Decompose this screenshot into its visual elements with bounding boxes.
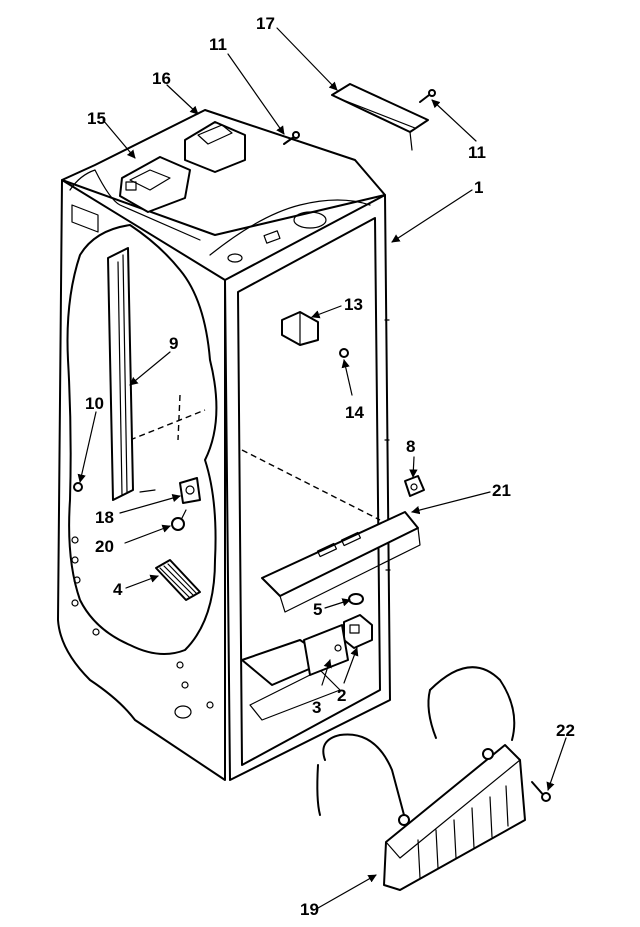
callout-10: 10 [85,394,104,413]
cabinet-liner [57,109,391,781]
screw-11a [283,131,300,145]
callout-9: 9 [169,334,178,353]
callout-5: 5 [313,600,322,619]
screw-11b [419,89,436,103]
callout-18: 18 [95,508,114,527]
control-housing [119,156,191,213]
vertical-rail [107,247,134,501]
light-socket [139,477,201,504]
vent-grille [155,559,201,601]
callout-14: 14 [345,403,364,422]
bracket-3 [303,624,349,676]
bracket-16 [184,121,246,173]
callout-13: 13 [344,295,363,314]
nut-5 [348,593,364,605]
bracket-13 [281,311,319,346]
callout-2: 2 [337,686,346,705]
callout-22: 22 [556,721,575,740]
callout-1: 1 [474,178,483,197]
callout-16: 16 [152,69,171,88]
callout-15: 15 [87,109,106,128]
leader-lines [77,27,567,909]
clip-8 [404,475,425,497]
callout-4: 4 [113,580,123,599]
callout-20: 20 [95,537,114,556]
callout-19: 19 [300,900,319,919]
screw-22 [531,781,551,802]
channel-17 [331,83,429,151]
shelf-cover-21 [261,511,421,613]
callout-17: 17 [256,14,275,33]
wire-harness [66,224,218,655]
callout-labels: 1 2 3 4 5 8 9 10 11 11 13 14 15 16 17 18… [85,14,575,919]
callout-3: 3 [312,698,321,717]
callout-8: 8 [406,437,415,456]
door-bin-19 [316,666,526,891]
screw-10 [73,482,83,492]
callout-11b: 11 [468,143,486,162]
callout-21: 21 [492,481,511,500]
light-bulb [171,509,187,531]
callout-11a: 11 [209,35,227,54]
screw-14 [339,348,349,358]
